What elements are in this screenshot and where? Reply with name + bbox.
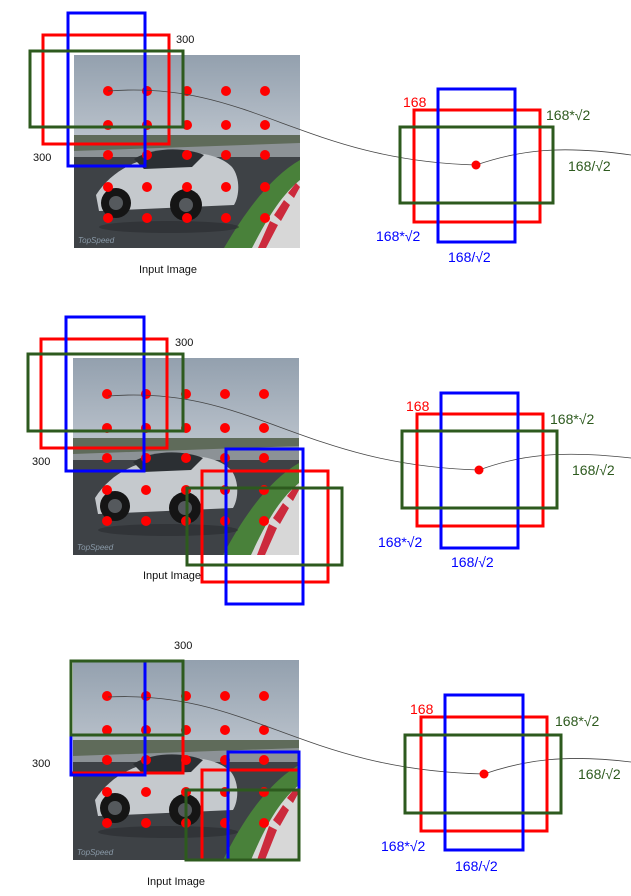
grid-dot bbox=[221, 182, 231, 192]
anchor-blue-box bbox=[443, 693, 525, 852]
anchor-blue-box bbox=[436, 87, 517, 244]
grid-dot bbox=[102, 389, 112, 399]
image-height-label: 300 bbox=[32, 758, 50, 770]
grid-dot bbox=[260, 120, 270, 130]
grid-dot bbox=[182, 150, 192, 160]
anchor-green-width-label: 168*√2 bbox=[546, 107, 590, 123]
grid-dot bbox=[141, 818, 151, 828]
red-square-box-2 bbox=[200, 469, 330, 584]
grid-dot bbox=[102, 818, 112, 828]
grid-dot bbox=[102, 755, 112, 765]
anchor-red-box bbox=[412, 108, 542, 224]
image-height-label: 300 bbox=[32, 456, 50, 468]
green-wide-box bbox=[28, 49, 185, 129]
image-width-label: 300 bbox=[176, 34, 194, 46]
anchor-red-label: 168 bbox=[406, 398, 430, 414]
watermark: TopSpeed bbox=[77, 848, 114, 857]
connector-curve bbox=[107, 89, 631, 166]
anchor-blue-width-label: 168/√2 bbox=[451, 554, 494, 570]
grid-dot bbox=[260, 86, 270, 96]
input-caption: Input Image bbox=[143, 570, 201, 582]
anchor-red-box bbox=[419, 715, 549, 833]
grid-dot bbox=[259, 453, 269, 463]
grid-dot bbox=[221, 213, 231, 223]
grid-dot bbox=[259, 818, 269, 828]
grid-dot bbox=[260, 182, 270, 192]
anchor-center-dot bbox=[479, 769, 489, 779]
grid-dot bbox=[142, 213, 152, 223]
grid-dot bbox=[260, 150, 270, 160]
anchor-center-dot bbox=[474, 465, 484, 475]
panel-2: TopSpeed 300 300 Input Image 168 168*√2 … bbox=[26, 315, 631, 606]
grid-dot bbox=[260, 213, 270, 223]
grid-dot bbox=[181, 453, 191, 463]
grid-dot bbox=[102, 787, 112, 797]
anchor-blue-box bbox=[439, 391, 520, 550]
watermark: TopSpeed bbox=[78, 236, 115, 245]
grid-dot bbox=[102, 516, 112, 526]
grid-dot bbox=[259, 516, 269, 526]
grid-dot bbox=[182, 182, 192, 192]
anchor-blue-height-label: 168*√2 bbox=[376, 228, 420, 244]
anchor-blue-height-label: 168*√2 bbox=[381, 838, 425, 854]
grid-dot bbox=[259, 725, 269, 735]
grid-dot bbox=[141, 516, 151, 526]
grid-dot bbox=[141, 485, 151, 495]
watermark: TopSpeed bbox=[77, 543, 114, 552]
grid-dot bbox=[220, 691, 230, 701]
anchor-red-label: 168 bbox=[403, 94, 427, 110]
grid-dot bbox=[259, 389, 269, 399]
anchor-green-width-label: 168*√2 bbox=[550, 411, 594, 427]
anchor-green-width-label: 168*√2 bbox=[555, 713, 599, 729]
blue-tall-box bbox=[64, 315, 146, 473]
anchor-red-box bbox=[415, 412, 545, 528]
anchor-blue-width-label: 168/√2 bbox=[455, 858, 498, 874]
grid-dot bbox=[141, 787, 151, 797]
green-wide-box-2 bbox=[184, 788, 301, 862]
anchor-blue-height-label: 168*√2 bbox=[378, 534, 422, 550]
image-width-label: 300 bbox=[175, 337, 193, 349]
input-caption: Input Image bbox=[139, 264, 197, 276]
panel-3: TopSpeed 300 300 Input Image 168 168*√2 … bbox=[32, 640, 631, 888]
input-caption: Input Image bbox=[147, 876, 205, 888]
image-height-label: 300 bbox=[33, 152, 51, 164]
grid-dot bbox=[220, 423, 230, 433]
anchor-green-box bbox=[403, 733, 563, 815]
grid-dot bbox=[220, 725, 230, 735]
grid-dot bbox=[259, 691, 269, 701]
anchor-red-label: 168 bbox=[410, 701, 434, 717]
red-square-box bbox=[39, 337, 169, 450]
grid-dot bbox=[102, 725, 112, 735]
green-wide-box bbox=[26, 352, 185, 433]
grid-dot bbox=[220, 389, 230, 399]
anchor-center-dot bbox=[471, 160, 481, 170]
grid-dot bbox=[102, 691, 112, 701]
anchor-green-height-label: 168/√2 bbox=[578, 766, 621, 782]
grid-dot bbox=[259, 755, 269, 765]
anchor-green-box bbox=[400, 429, 559, 510]
anchor-green-box bbox=[398, 125, 555, 205]
red-square-box bbox=[41, 33, 171, 146]
grid-dot bbox=[102, 453, 112, 463]
panel-1: TopSpeed 300 300 Input Image 168 168*√2 … bbox=[28, 11, 631, 276]
blue-tall-box-2 bbox=[224, 447, 305, 606]
grid-dot bbox=[103, 213, 113, 223]
anchor-blue-width-label: 168/√2 bbox=[448, 249, 491, 265]
image-width-label: 300 bbox=[174, 640, 192, 652]
green-wide-box-2 bbox=[185, 486, 344, 567]
grid-dot bbox=[221, 120, 231, 130]
grid-dot bbox=[142, 182, 152, 192]
grid-dot bbox=[103, 182, 113, 192]
grid-dot bbox=[221, 86, 231, 96]
blue-tall-box bbox=[66, 11, 147, 168]
grid-dot bbox=[259, 423, 269, 433]
anchor-green-height-label: 168/√2 bbox=[568, 158, 611, 174]
anchor-green-height-label: 168/√2 bbox=[572, 462, 615, 478]
grid-dot bbox=[182, 213, 192, 223]
grid-dot bbox=[221, 150, 231, 160]
green-wide-box bbox=[69, 659, 185, 737]
grid-dot bbox=[103, 150, 113, 160]
grid-dot bbox=[102, 485, 112, 495]
